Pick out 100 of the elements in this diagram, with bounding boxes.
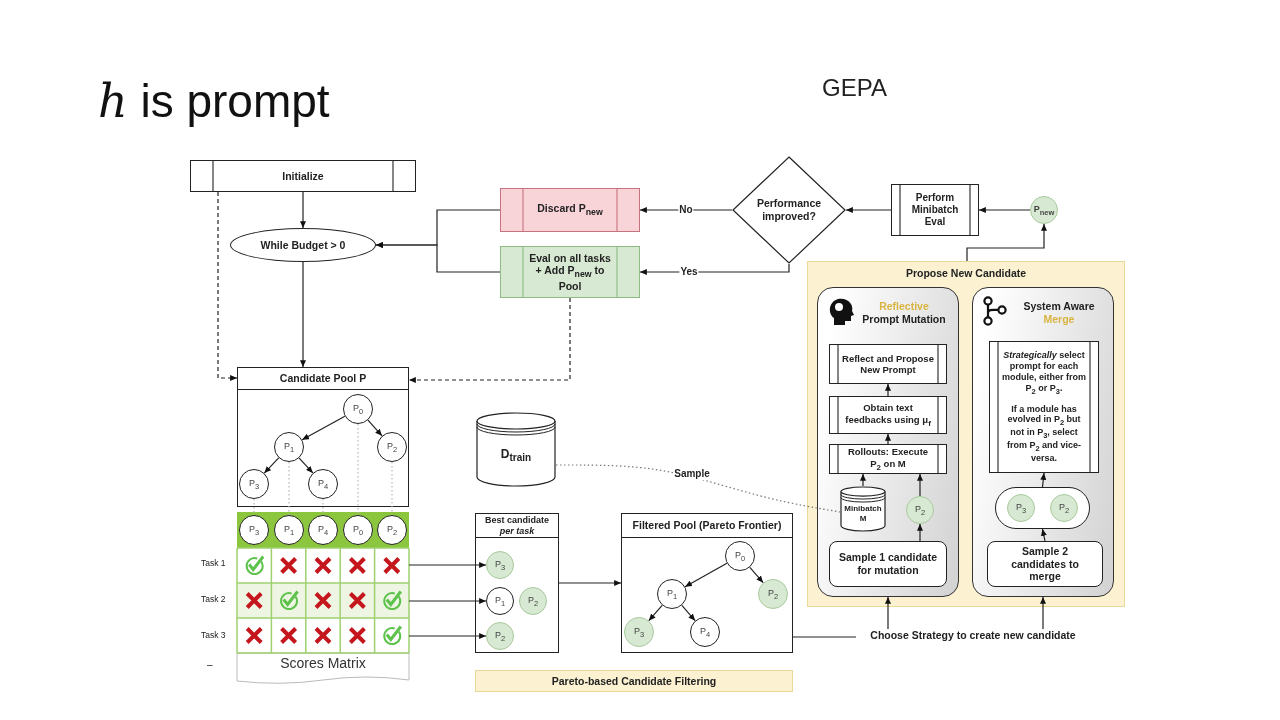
circle-label: P$_{4}$ — [317, 477, 329, 491]
node-label: Rollouts: Execute P$_{2}$ on M — [846, 446, 930, 472]
container-title: Best candidate per task — [476, 514, 558, 538]
node-label: Sample 1 candidate for mutation — [837, 551, 938, 577]
group-panel — [807, 261, 1125, 607]
circle-label: P$_{1}$ — [666, 587, 678, 601]
process-box — [829, 344, 947, 384]
candidate-circle — [274, 432, 304, 462]
candidate-circle — [657, 579, 687, 609]
circle-label: P$_{4}$ — [317, 523, 329, 537]
slide-label: GEPA — [822, 74, 887, 102]
circle-label: P$_{0}$ — [352, 523, 364, 537]
container-box — [621, 513, 793, 653]
rounded-box — [987, 541, 1103, 587]
dotted-line — [253, 498, 255, 516]
arrow — [217, 191, 238, 381]
arrow — [917, 523, 923, 542]
circle-label: P$_{new}$ — [1033, 203, 1055, 217]
caption-text: Pareto-based Candidate Filtering — [551, 674, 717, 688]
arrow — [408, 598, 487, 604]
circle-label: P$_{1}$ — [283, 523, 295, 537]
arrow — [408, 297, 571, 383]
candidate-circle — [624, 617, 654, 647]
candidate-circle — [486, 551, 514, 579]
arrow — [684, 562, 728, 588]
rounded-box — [829, 541, 947, 587]
connector-line — [792, 636, 857, 638]
candidate-circle — [343, 394, 373, 424]
candidate-circle — [1050, 494, 1078, 522]
slide-title: h is prompt — [98, 74, 330, 128]
process-box — [989, 341, 1099, 473]
container-box — [475, 513, 559, 653]
node-label: Initialize — [282, 169, 324, 183]
dotted-line — [357, 423, 359, 516]
candidate-circle — [906, 496, 934, 524]
panel-title: Merge — [1042, 312, 1076, 326]
pill-container — [995, 487, 1090, 529]
dotted-line — [288, 461, 290, 516]
circle-label: P$_{2}$ — [386, 523, 398, 537]
arrow — [845, 207, 892, 213]
circle-label: P$_{1}$ — [283, 440, 295, 454]
circle-label: P$_{3}$ — [248, 477, 260, 491]
panel-title: Reflective — [878, 300, 930, 313]
dotted-line — [322, 498, 324, 516]
edge-label: Sample — [673, 468, 711, 480]
arrow — [298, 457, 314, 474]
matrix-caption: Scores Matrix — [280, 655, 366, 672]
candidate-circle — [308, 469, 338, 499]
circle-label: P$_{1}$ — [494, 594, 506, 608]
node-label: Discard P$_{new}$ — [537, 202, 603, 218]
strategy-panel — [972, 287, 1114, 597]
row-label: – — [207, 659, 213, 670]
node-label: While Budget > 0 — [260, 238, 346, 252]
process-box — [829, 396, 947, 434]
node-label: Choose Strategy to create new candidate — [856, 629, 1090, 645]
candidate-circle — [377, 432, 407, 462]
candidate-circle — [1030, 196, 1058, 224]
arrow — [1040, 596, 1046, 630]
arrow — [1040, 528, 1047, 542]
circle-label: P$_{4}$ — [699, 625, 711, 639]
circle-label: P$_{3}$ — [248, 523, 260, 537]
process-box — [500, 188, 640, 232]
candidate-circle — [725, 541, 755, 571]
node-label: Strategically select prompt for each module, either from P$_{2}$ or P$_{3}$. — [1002, 350, 1086, 396]
arrow — [300, 191, 306, 229]
circle-label: P$_{3}$ — [494, 558, 506, 572]
candidate-circle — [690, 617, 720, 647]
arrow — [648, 604, 663, 622]
panel-title: System Aware — [1022, 300, 1096, 313]
arrow — [860, 473, 866, 487]
candidate-circle — [1007, 494, 1035, 522]
candidate-circle — [486, 622, 514, 650]
circle-label: P$_{0}$ — [734, 549, 746, 563]
node-label: D$_{train}$ — [500, 447, 532, 465]
arrow — [408, 633, 487, 639]
caption-band — [475, 670, 793, 692]
arrow — [978, 207, 1031, 213]
container-box — [237, 367, 409, 507]
node-label: Sample 2 candidates to merge — [1010, 545, 1080, 583]
process-box — [500, 246, 640, 298]
node-label: Eval on all tasks + Add P$_{new}$ to Pool — [528, 251, 612, 293]
circle-label: P$_{2}$ — [1058, 501, 1070, 515]
node-label: Perform Minibatch Eval — [910, 192, 960, 228]
dotted-line — [555, 464, 841, 513]
arrow — [917, 473, 923, 497]
circle-label: P$_{2}$ — [527, 594, 539, 608]
container-title: Candidate Pool P — [238, 368, 408, 390]
circle-label: P$_{0}$ — [352, 402, 364, 416]
edge-label: Yes — [679, 266, 699, 278]
arrow — [885, 596, 891, 630]
arrow — [558, 580, 622, 586]
circle-label: P$_{2}$ — [494, 629, 506, 643]
process-box — [190, 160, 416, 192]
node-label: If a module has evolved in P$_{2}$ but not in P$_{3}$, select from P$_{2}$ and vice-versa. — [1005, 403, 1083, 464]
arrow — [681, 604, 696, 622]
node-label: Reflect and Propose New Prompt — [842, 352, 934, 376]
arrow — [367, 419, 383, 437]
circle-label: P$_{2}$ — [767, 587, 779, 601]
arrow — [375, 242, 501, 273]
container-title: Filtered Pool (Pareto Frontier) — [622, 514, 792, 538]
